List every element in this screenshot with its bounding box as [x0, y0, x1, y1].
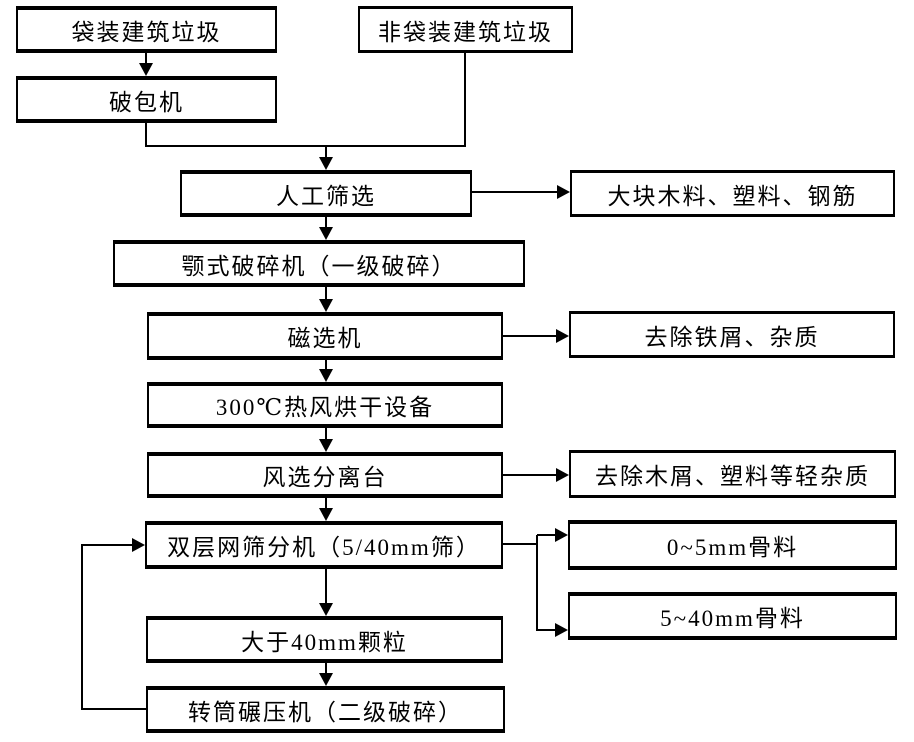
edge-air-screen-line: [325, 498, 327, 509]
edge-merge-manual-arrowhead: [319, 157, 333, 170]
node-jaw-crusher: 颚式破碎机（一级破碎）: [113, 240, 525, 287]
node-roller-crusher: 转筒碾压机（二级破碎）: [146, 686, 505, 733]
node-magnetic-separator: 磁选机: [147, 312, 503, 360]
edge-jaw-magnetic-arrowhead: [319, 299, 333, 312]
edge-manual-bulk-arrowhead: [557, 185, 570, 199]
edge-roller-feedback-arrowhead: [132, 538, 145, 552]
edge-screen-branch-stub: [503, 543, 538, 545]
node-remove-iron: 去除铁屑、杂质: [569, 311, 895, 358]
node-bag-breaker: 破包机: [16, 76, 277, 123]
edge-magnetic-dryer-arrowhead: [319, 369, 333, 382]
edge-bagged-breaker-arrowhead: [139, 63, 153, 76]
edge-screen-oversize-arrowhead: [319, 603, 333, 616]
node-air-separator: 风选分离台: [147, 452, 503, 498]
edge-manual-bulk-line: [472, 191, 557, 193]
edge-air-light-line: [503, 474, 556, 476]
edge-air-light-arrowhead: [556, 468, 569, 482]
edge-dryer-air-arrowhead: [319, 439, 333, 452]
node-remove-light-impurities: 去除木屑、塑料等轻杂质: [569, 450, 896, 498]
edge-roller-feedback-top-line: [81, 544, 132, 546]
node-oversize-particles: 大于40mm颗粒: [146, 616, 503, 663]
edge-oversize-roller-line: [325, 663, 327, 674]
edge-breaker-merge-line: [145, 123, 147, 146]
edge-air-screen-arrowhead: [319, 508, 333, 521]
edge-oversize-roller-arrowhead: [319, 673, 333, 686]
edge-branch-agg05-line: [537, 534, 555, 536]
node-bagged-waste: 袋装建筑垃圾: [16, 6, 277, 53]
edge-branch-vertical-line: [536, 535, 538, 631]
node-manual-screening: 人工筛选: [180, 170, 472, 217]
node-double-screen: 双层网筛分机（5/40mm筛）: [145, 521, 503, 569]
edge-branch-agg05-arrowhead: [555, 528, 568, 542]
edge-merge-horizontal-line: [145, 145, 466, 147]
node-aggregate-5-40mm: 5~40mm骨料: [568, 592, 897, 640]
node-bulk-wood-plastic-rebar: 大块木料、塑料、钢筋: [570, 170, 895, 217]
edge-dryer-air-line: [325, 428, 327, 440]
edge-magnetic-iron-arrowhead: [556, 329, 569, 343]
edge-jaw-magnetic-line: [325, 287, 327, 300]
edge-branch-agg540-line: [537, 629, 555, 631]
node-aggregate-0-5mm: 0~5mm骨料: [568, 520, 897, 570]
edge-manual-jaw-arrowhead: [319, 227, 333, 240]
node-nonbagged-waste: 非袋装建筑垃圾: [358, 6, 573, 53]
edge-nonbag-merge-line: [464, 53, 466, 147]
edge-magnetic-dryer-line: [325, 360, 327, 370]
edge-branch-agg540-arrowhead: [555, 623, 568, 637]
edge-merge-manual-line: [325, 147, 327, 158]
node-hot-air-dryer: 300℃热风烘干设备: [147, 382, 503, 428]
edge-manual-jaw-line: [325, 217, 327, 228]
edge-roller-feedback-bottom-line: [81, 708, 146, 710]
edge-bagged-breaker-line: [145, 53, 147, 64]
edge-screen-oversize-line: [325, 569, 327, 604]
edge-roller-feedback-vertical-line: [81, 545, 83, 710]
edge-magnetic-iron-line: [503, 335, 556, 337]
